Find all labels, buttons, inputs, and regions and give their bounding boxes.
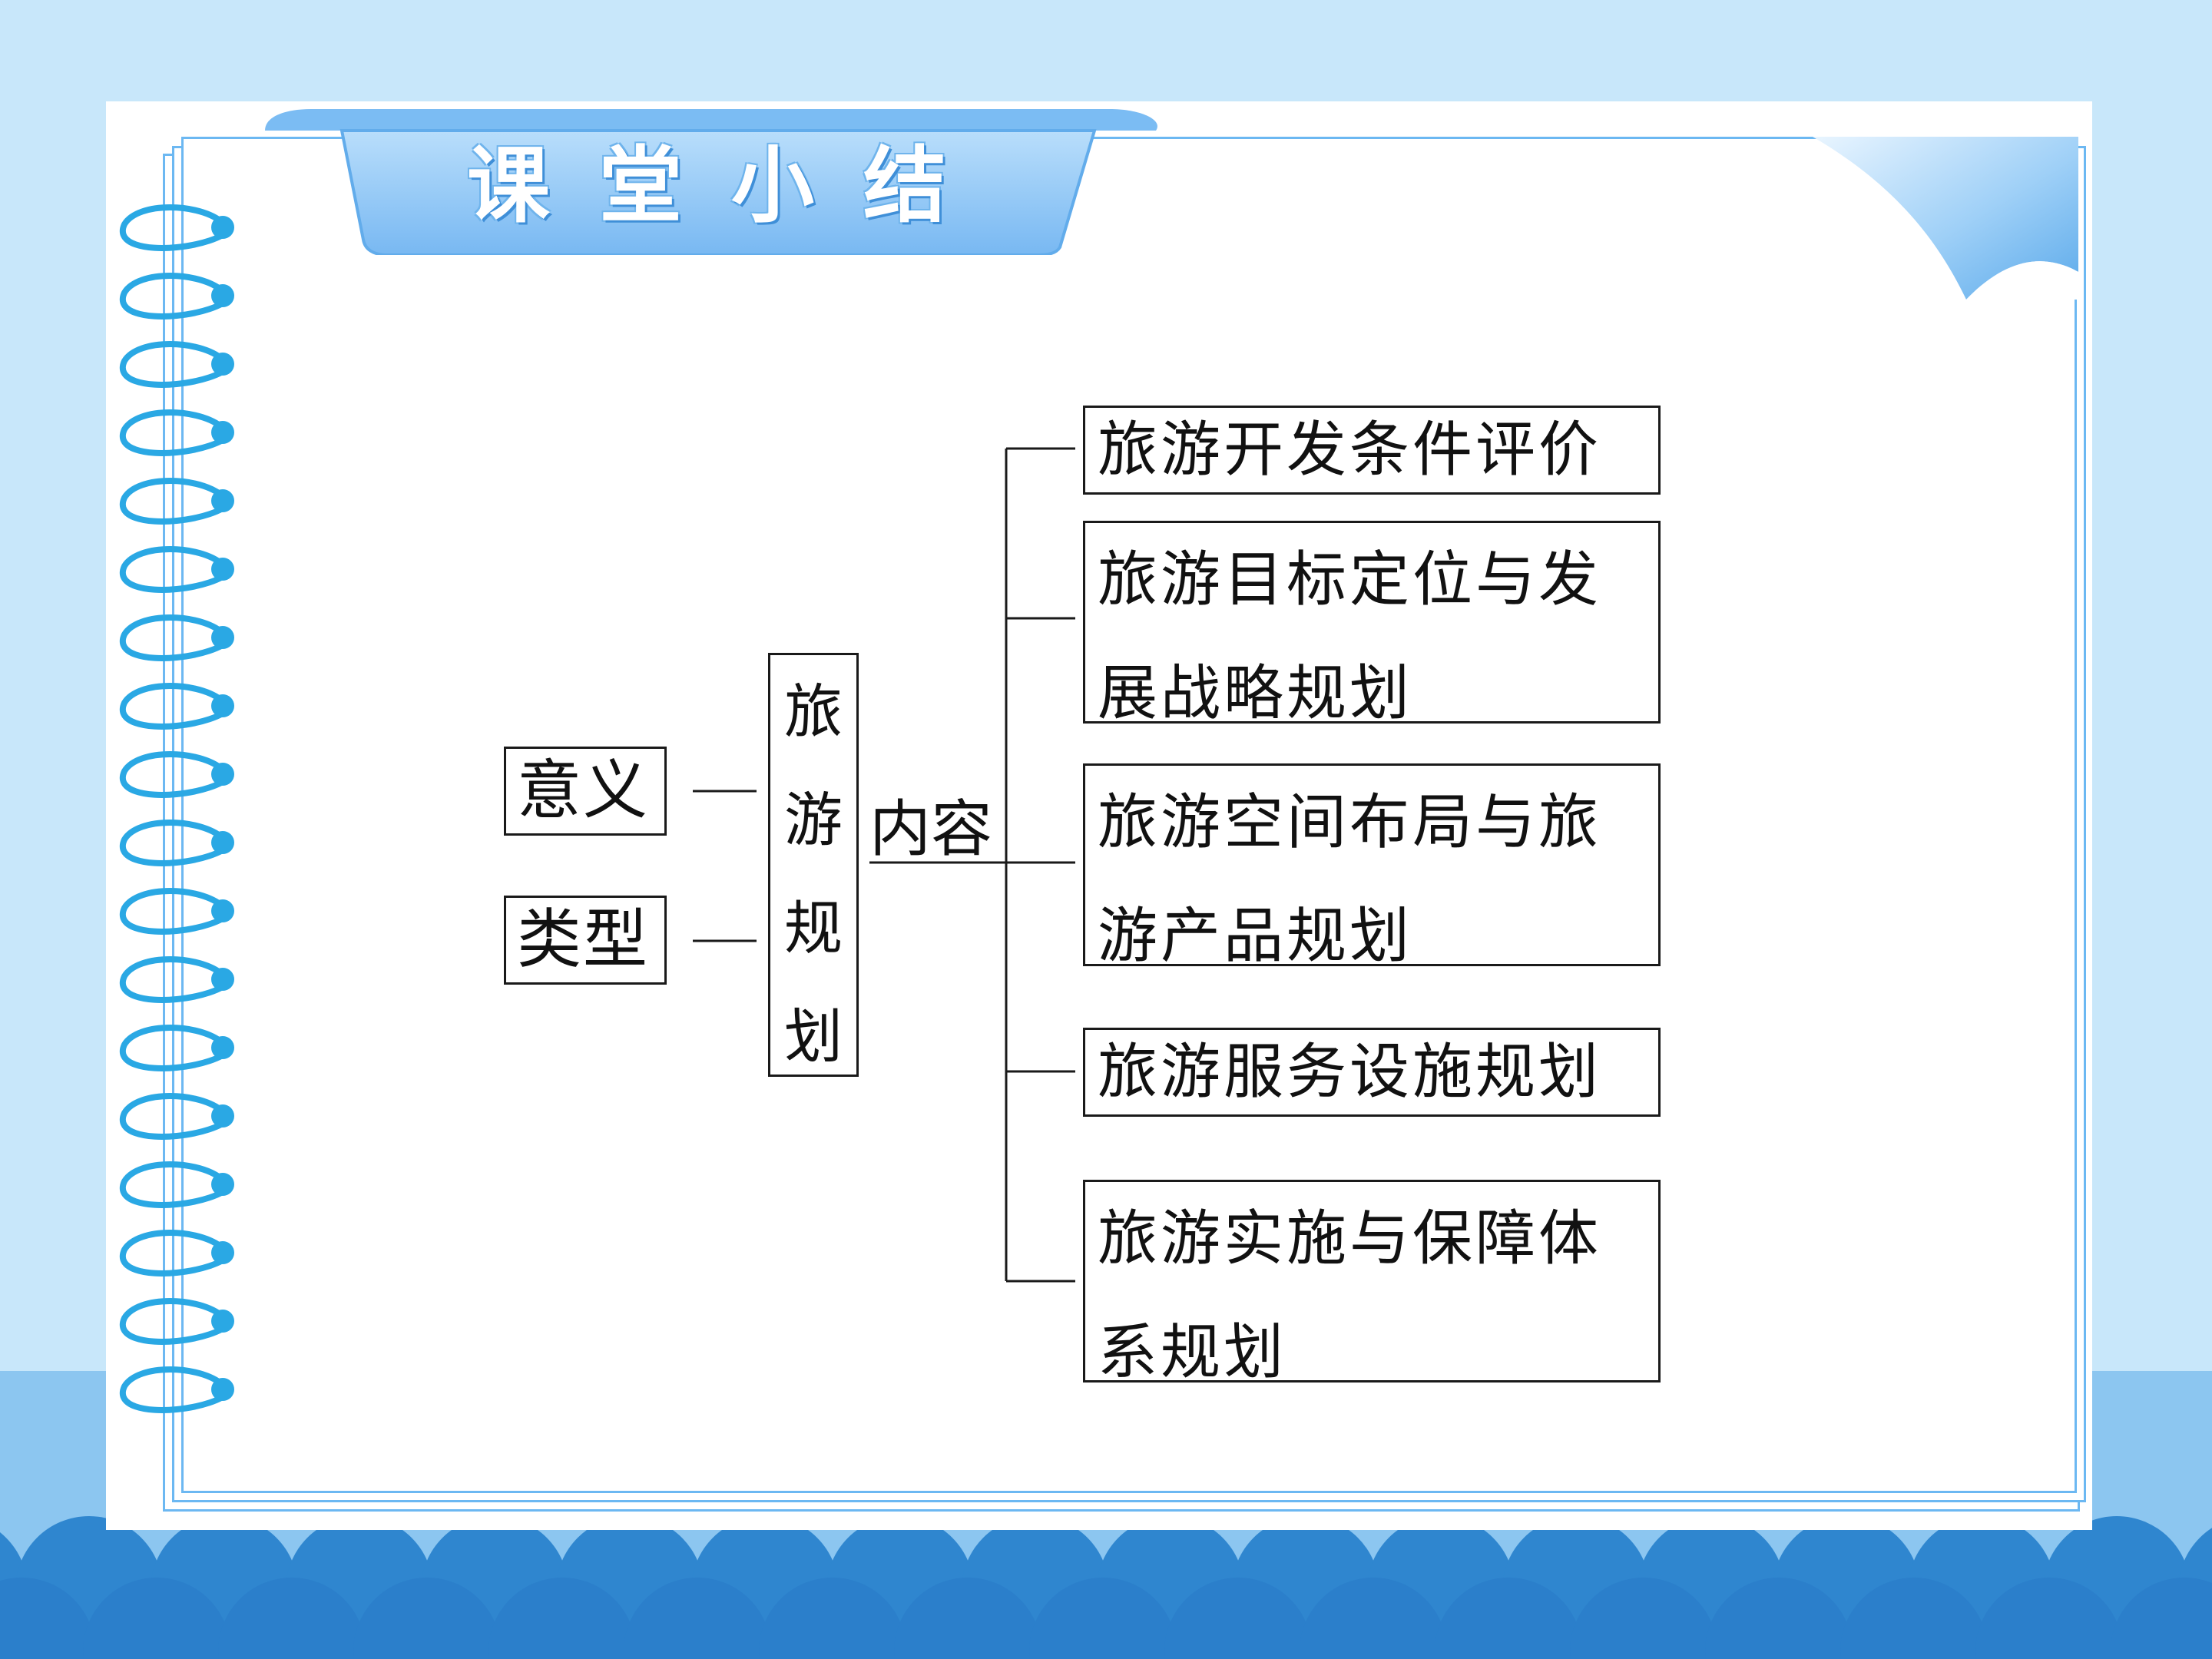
scallop (488, 1578, 636, 1659)
diagram-node-service-facilities: 旅游服务设施规划 (1083, 1028, 1661, 1117)
spiral-ring (119, 1093, 233, 1140)
spiral-hole (211, 626, 234, 649)
spiral-hole (211, 1104, 234, 1128)
scallop-wave-decoration (0, 1516, 2212, 1659)
scallop (218, 1578, 366, 1659)
center-char-4: 划 (784, 1002, 843, 1071)
spiral-ring (119, 614, 233, 661)
scallop (759, 1578, 906, 1659)
spiral-ring (119, 683, 233, 730)
spiral-hole (211, 421, 234, 444)
center-char-2: 游 (784, 786, 843, 854)
scallop (1840, 1578, 1988, 1659)
spiral-hole (211, 489, 234, 512)
center-char-1: 旅 (784, 677, 843, 746)
scallop (83, 1578, 230, 1659)
diagram-node-implementation-support: 旅游实施与保障体系规划 (1083, 1180, 1661, 1387)
spiral-hole (211, 1378, 234, 1401)
diagram-node-conditions-evaluation: 旅游开发条件评价 (1083, 406, 1661, 495)
scallop (1164, 1578, 1312, 1659)
spiral-ring (119, 1298, 233, 1345)
spiral-ring (119, 546, 233, 593)
diagram-node-significance: 意义 (504, 747, 667, 836)
scallop (1975, 1578, 2123, 1659)
scallop (0, 1578, 95, 1659)
scallop (624, 1578, 771, 1659)
spiral-binding-icon (119, 204, 234, 1413)
diagram-node-types: 类型 (504, 896, 667, 985)
spiral-hole (211, 831, 234, 854)
diagram-node-tourism-planning: 旅 游 规 划 (768, 653, 859, 1077)
scallop (894, 1578, 1041, 1659)
scallop (1570, 1578, 1717, 1659)
spiral-hole (211, 216, 234, 239)
scallop (1435, 1578, 1582, 1659)
scallop (353, 1578, 501, 1659)
spiral-ring (119, 1230, 233, 1277)
scallop (1300, 1578, 1447, 1659)
spiral-ring (119, 888, 233, 935)
spiral-ring (119, 341, 233, 388)
scallop (1705, 1578, 1853, 1659)
spiral-hole (211, 763, 234, 786)
spiral-hole (211, 899, 234, 922)
spiral-hole (211, 1310, 234, 1333)
spiral-hole (211, 1173, 234, 1196)
spiral-ring (119, 478, 233, 525)
spiral-ring (119, 273, 233, 320)
spiral-hole (211, 968, 234, 991)
spiral-ring (119, 956, 233, 1003)
diagram-node-goal-strategy: 旅游目标定位与发展战略规划 (1083, 521, 1661, 728)
spiral-hole (211, 353, 234, 376)
spiral-hole (211, 694, 234, 717)
page-title: 课堂小结 (467, 138, 996, 234)
spiral-ring (119, 1025, 233, 1071)
diagram-node-spatial-products: 旅游空间布局与旅游产品规划 (1083, 763, 1661, 971)
header-tab (265, 109, 1157, 255)
spiral-ring (119, 1161, 233, 1208)
center-char-3: 规 (784, 894, 843, 962)
spiral-ring (119, 1366, 233, 1413)
spiral-ring (119, 820, 233, 866)
spiral-hole (211, 284, 234, 307)
spiral-hole (211, 1241, 234, 1264)
spiral-ring (119, 204, 233, 251)
scallop (1029, 1578, 1177, 1659)
page-curl-icon (1813, 137, 2078, 300)
spiral-ring (119, 751, 233, 798)
spiral-hole (211, 1036, 234, 1059)
spiral-hole (211, 558, 234, 581)
spiral-ring (119, 409, 233, 456)
scallop (2111, 1578, 2212, 1659)
branch-label-content: 内容 (869, 793, 992, 865)
